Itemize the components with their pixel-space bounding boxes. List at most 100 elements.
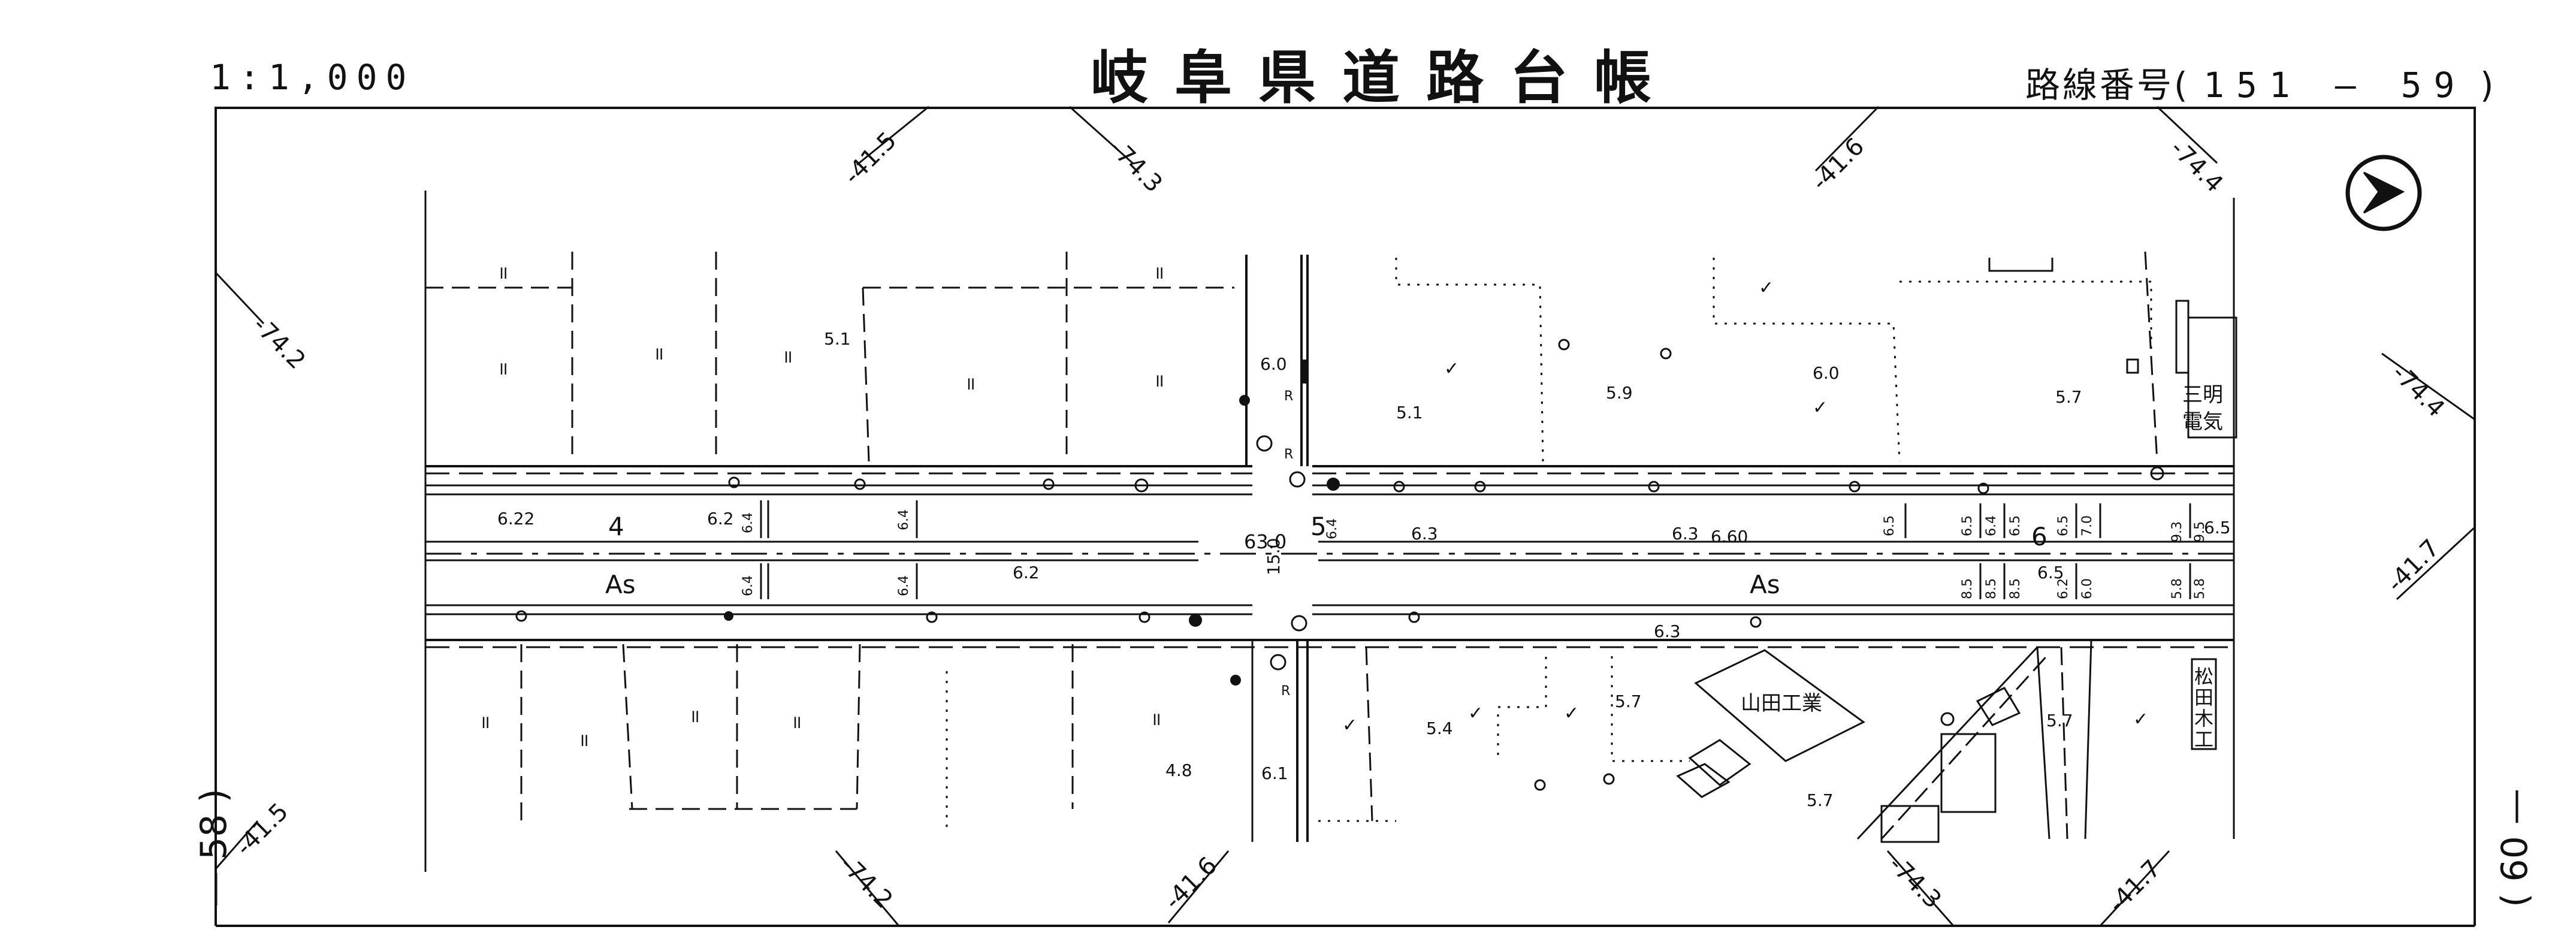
width-label: 6.4	[741, 575, 756, 596]
field-icon: ॥	[1150, 709, 1161, 730]
check-icon: ✓	[1444, 358, 1459, 379]
width-label: 5.8	[2170, 578, 2185, 599]
elevation: 5.1	[824, 329, 851, 349]
coord-right-lower: -41.7	[2382, 534, 2445, 597]
map-title: 岐阜県道路台帳	[1091, 44, 1678, 111]
land-use-symbols: ॥ ॥ ॥ ॥ ॥ ॥ ॥ ॥ ॥ ॥ ॥ ॥ ✓ ✓ ✓ ✓ ✓ ✓ ✓ R …	[479, 262, 2148, 751]
buildings	[1676, 258, 2237, 843]
dimension-ticks	[760, 500, 2191, 599]
field-icon: ॥	[653, 343, 664, 364]
width-label: 8.5	[2008, 578, 2023, 599]
elevation: 5.7	[2046, 711, 2073, 730]
width-label: 9.5	[2193, 521, 2207, 542]
point-markers	[724, 360, 1340, 686]
width-label: 6.0	[2080, 578, 2095, 599]
field-icon: ॥	[479, 712, 490, 733]
field-icon: ॥	[1153, 262, 1164, 283]
crossing-width: 15.0	[1264, 538, 1284, 575]
route-number-value: 151 — 59	[2203, 65, 2467, 105]
check-icon: ✓	[1813, 397, 1828, 418]
elevation: 5.7	[1807, 790, 1834, 810]
surface-type-left: As	[605, 570, 636, 599]
width-label: 8.5	[1960, 578, 1975, 599]
field-icon: ॥	[965, 373, 976, 394]
road-lines	[425, 255, 2234, 842]
check-icon: ✓	[1468, 703, 1483, 724]
elevation: 6.3	[1411, 524, 1438, 544]
field-icon: ॥	[578, 730, 589, 751]
building-label-sanmei: 三明	[2182, 383, 2223, 407]
width-label: 7.0	[2080, 515, 2095, 536]
route-number: 路線番号( 151 — 59 )	[2025, 65, 2496, 105]
elevation: 6.0	[1813, 363, 1840, 383]
coord-bottom-3: -74.3	[1883, 851, 1947, 914]
coord-left-upper: -74.2	[247, 312, 311, 375]
parcel-boundaries	[425, 251, 2158, 822]
marker-r: R	[1284, 389, 1293, 404]
building-label-matsuda: 松	[2194, 665, 2213, 688]
elevation: 6.3	[1654, 621, 1681, 641]
width-label: 6.5	[2056, 515, 2071, 536]
elevation: 5.7	[1615, 692, 1642, 711]
check-icon: ✓	[1759, 277, 1774, 298]
width-label: 9.3	[2170, 521, 2185, 542]
elevation: 6.1	[1261, 763, 1288, 783]
building-label-yamada: 山田工業	[1741, 692, 1822, 715]
width-label: 6.4	[1325, 518, 1340, 539]
elevation: 6.22	[497, 509, 534, 529]
elevation: 6.2	[707, 509, 734, 529]
elevation: 6.60	[1711, 527, 1748, 547]
building-label-matsuda: 木	[2194, 707, 2213, 730]
elevation-labels: 6.22 6.2 6.2 6.3 6.3 6.60 6.3 6.5 5.1 6.…	[497, 329, 2231, 810]
coord-bottom-1: -74.2	[835, 851, 898, 914]
field-icon: ॥	[791, 712, 802, 733]
elevation: 5.7	[2055, 387, 2082, 407]
width-label: 6.5	[1882, 515, 1897, 536]
utility-poles	[515, 339, 2164, 791]
route-label: 路線番号	[2025, 65, 2175, 105]
coord-top-3: -41.6	[1807, 132, 1870, 196]
marker-r: R	[1281, 684, 1290, 699]
check-icon: ✓	[1564, 703, 1579, 724]
building-labels: 三明 電気 山田工業 松 田 木 工	[1741, 383, 2223, 751]
coord-right-upper: -74.4	[2387, 360, 2450, 423]
field-icon: ॥	[497, 262, 508, 283]
building-label-matsuda: 田	[2194, 686, 2213, 709]
width-label: 6.5	[2008, 515, 2023, 536]
check-icon: ✓	[1342, 715, 1357, 736]
coord-left-lower: -41.5	[231, 798, 294, 861]
elevation: 6.5	[2204, 518, 2231, 538]
section-number-4: 4	[608, 512, 624, 541]
section-number-5: 5	[1310, 512, 1327, 541]
width-label: 5.8	[2193, 578, 2207, 599]
elevation: 5.4	[1426, 718, 1453, 738]
building-label-matsuda: 工	[2194, 728, 2213, 751]
field-icon: ॥	[1153, 370, 1164, 391]
building-label-sanmei: 電気	[2182, 410, 2223, 434]
elevation: 5.1	[1396, 403, 1423, 422]
marker-r: R	[1284, 447, 1293, 462]
surface-type-right: As	[1750, 570, 1780, 599]
width-label: 6.2	[2056, 578, 2071, 599]
coordinate-grid	[215, 105, 2476, 927]
center-width: 63.0	[1244, 530, 1287, 553]
field-icon: ॥	[689, 706, 700, 727]
width-label: 6.5	[1960, 515, 1975, 536]
elevation: 6.0	[1260, 354, 1287, 374]
dotted-boundaries	[946, 258, 2152, 827]
sheet-frame	[215, 107, 2476, 927]
north-arrow-icon	[2345, 155, 2422, 231]
field-icon: ॥	[782, 346, 793, 367]
width-dimensions: 6.4 6.4 6.4 6.4 6.4 6.5 6.5 6.4 6.5 6.5 …	[741, 509, 2207, 599]
coord-bottom-2: -41.6	[1159, 852, 1223, 915]
section-number-6: 6	[2031, 522, 2047, 551]
map-scale: 1:1,000	[210, 57, 415, 98]
width-label: 6.4	[896, 509, 911, 530]
elevation: 6.2	[1013, 563, 1040, 582]
width-label: 6.4	[1984, 515, 1999, 536]
check-icon: ✓	[2133, 709, 2148, 730]
elevation: 6.3	[1672, 524, 1699, 544]
elevation: 5.9	[1606, 383, 1633, 403]
width-label: 6.4	[896, 575, 911, 596]
